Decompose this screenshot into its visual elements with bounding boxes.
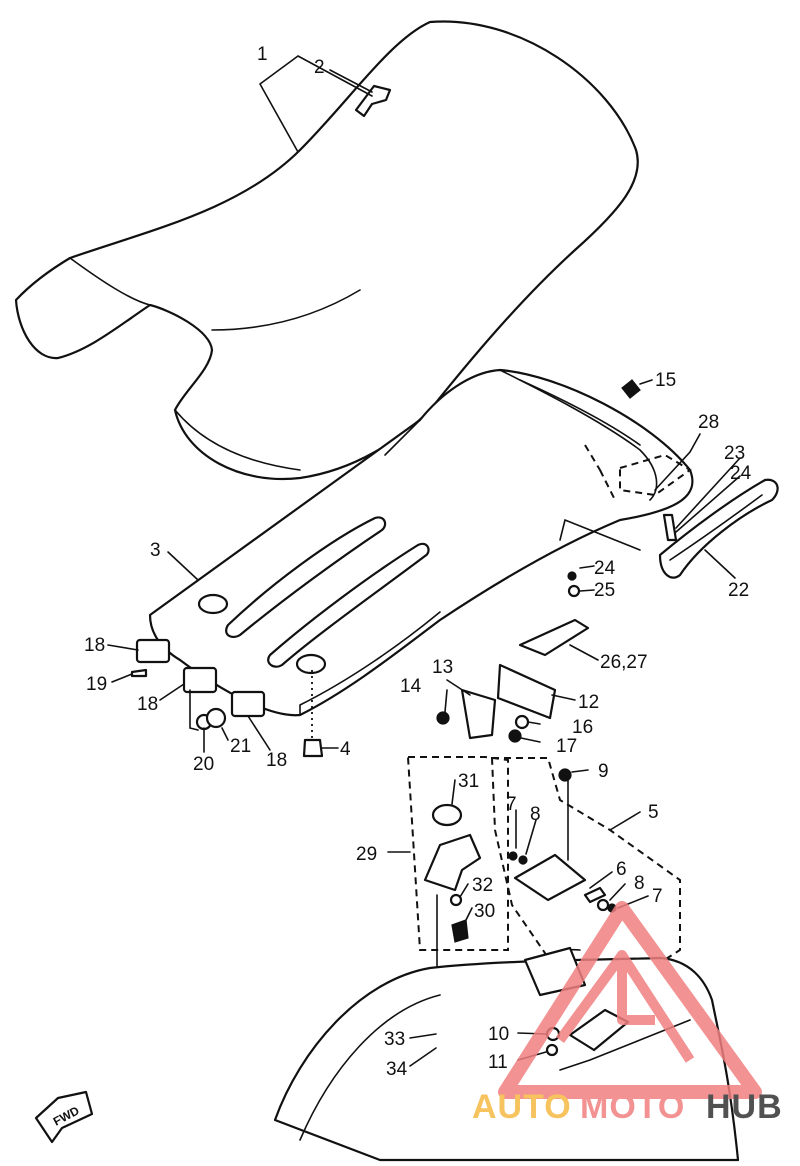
callout-6: 6 — [616, 859, 627, 880]
callout-9: 9 — [598, 761, 609, 782]
seat-hardware-small — [567, 379, 641, 598]
watermark-word-moto: MOTO — [580, 1088, 685, 1126]
seat-cover — [14, 20, 639, 481]
seat-guard-rail — [658, 478, 779, 579]
callout-17: 17 — [556, 736, 577, 757]
seat-lock-bracket-area — [518, 444, 692, 657]
callout-13: 13 — [432, 657, 453, 678]
latch-group — [436, 663, 557, 743]
seat-base — [148, 368, 694, 717]
callout-8a: 8 — [530, 804, 541, 825]
callout-20: 20 — [193, 754, 214, 775]
callout-26-27: 26,27 — [600, 652, 648, 673]
callout-16: 16 — [572, 717, 593, 738]
callout-18c: 18 — [266, 750, 287, 771]
callout-7b: 7 — [652, 886, 663, 907]
callout-19: 19 — [86, 674, 107, 695]
callout-33: 33 — [384, 1029, 405, 1050]
callout-3: 3 — [150, 540, 161, 561]
callout-24b: 24 — [594, 558, 616, 579]
callout-7a: 7 — [506, 794, 517, 815]
automotohub-watermark: AUTO MOTO HUB — [472, 901, 783, 1126]
callout-2: 2 — [314, 57, 325, 78]
callout-22: 22 — [728, 580, 749, 601]
seat-post — [302, 670, 324, 758]
callout-15: 15 — [655, 370, 676, 391]
callout-32: 32 — [472, 875, 493, 896]
callout-30: 30 — [474, 901, 495, 922]
callout-18a: 18 — [84, 635, 105, 656]
callout-28: 28 — [698, 412, 719, 433]
callout-34: 34 — [386, 1059, 408, 1080]
seat-cover-tag — [354, 84, 392, 118]
callout-8b: 8 — [634, 873, 645, 894]
callout-25: 25 — [594, 580, 615, 601]
lock-plate-5 — [508, 768, 617, 913]
hinge-parts — [130, 638, 266, 731]
callout-11: 11 — [488, 1052, 508, 1073]
watermark-word-hub: HUB — [706, 1088, 783, 1126]
callout-29: 29 — [356, 844, 377, 865]
group-box-5 — [490, 757, 681, 987]
callout-12: 12 — [578, 692, 599, 713]
callout-23: 23 — [724, 443, 745, 464]
callouts: 1 2 3 4 5 6 7 7 8 8 9 10 11 12 13 14 15 … — [84, 44, 752, 1080]
callout-1: 1 — [257, 44, 268, 65]
callout-4: 4 — [340, 739, 351, 760]
callout-18b: 18 — [137, 694, 158, 715]
callout-10: 10 — [488, 1024, 509, 1045]
watermark-triangle-icon — [498, 901, 762, 1099]
callout-21: 21 — [230, 736, 251, 757]
callout-31: 31 — [458, 771, 479, 792]
callout-14: 14 — [400, 676, 422, 697]
callout-24a: 24 — [730, 463, 752, 484]
fwd-marker: FWD — [34, 1090, 94, 1144]
watermark-word-auto: AUTO — [472, 1088, 572, 1126]
callout-5: 5 — [648, 802, 659, 823]
group-box-29 — [406, 756, 509, 951]
